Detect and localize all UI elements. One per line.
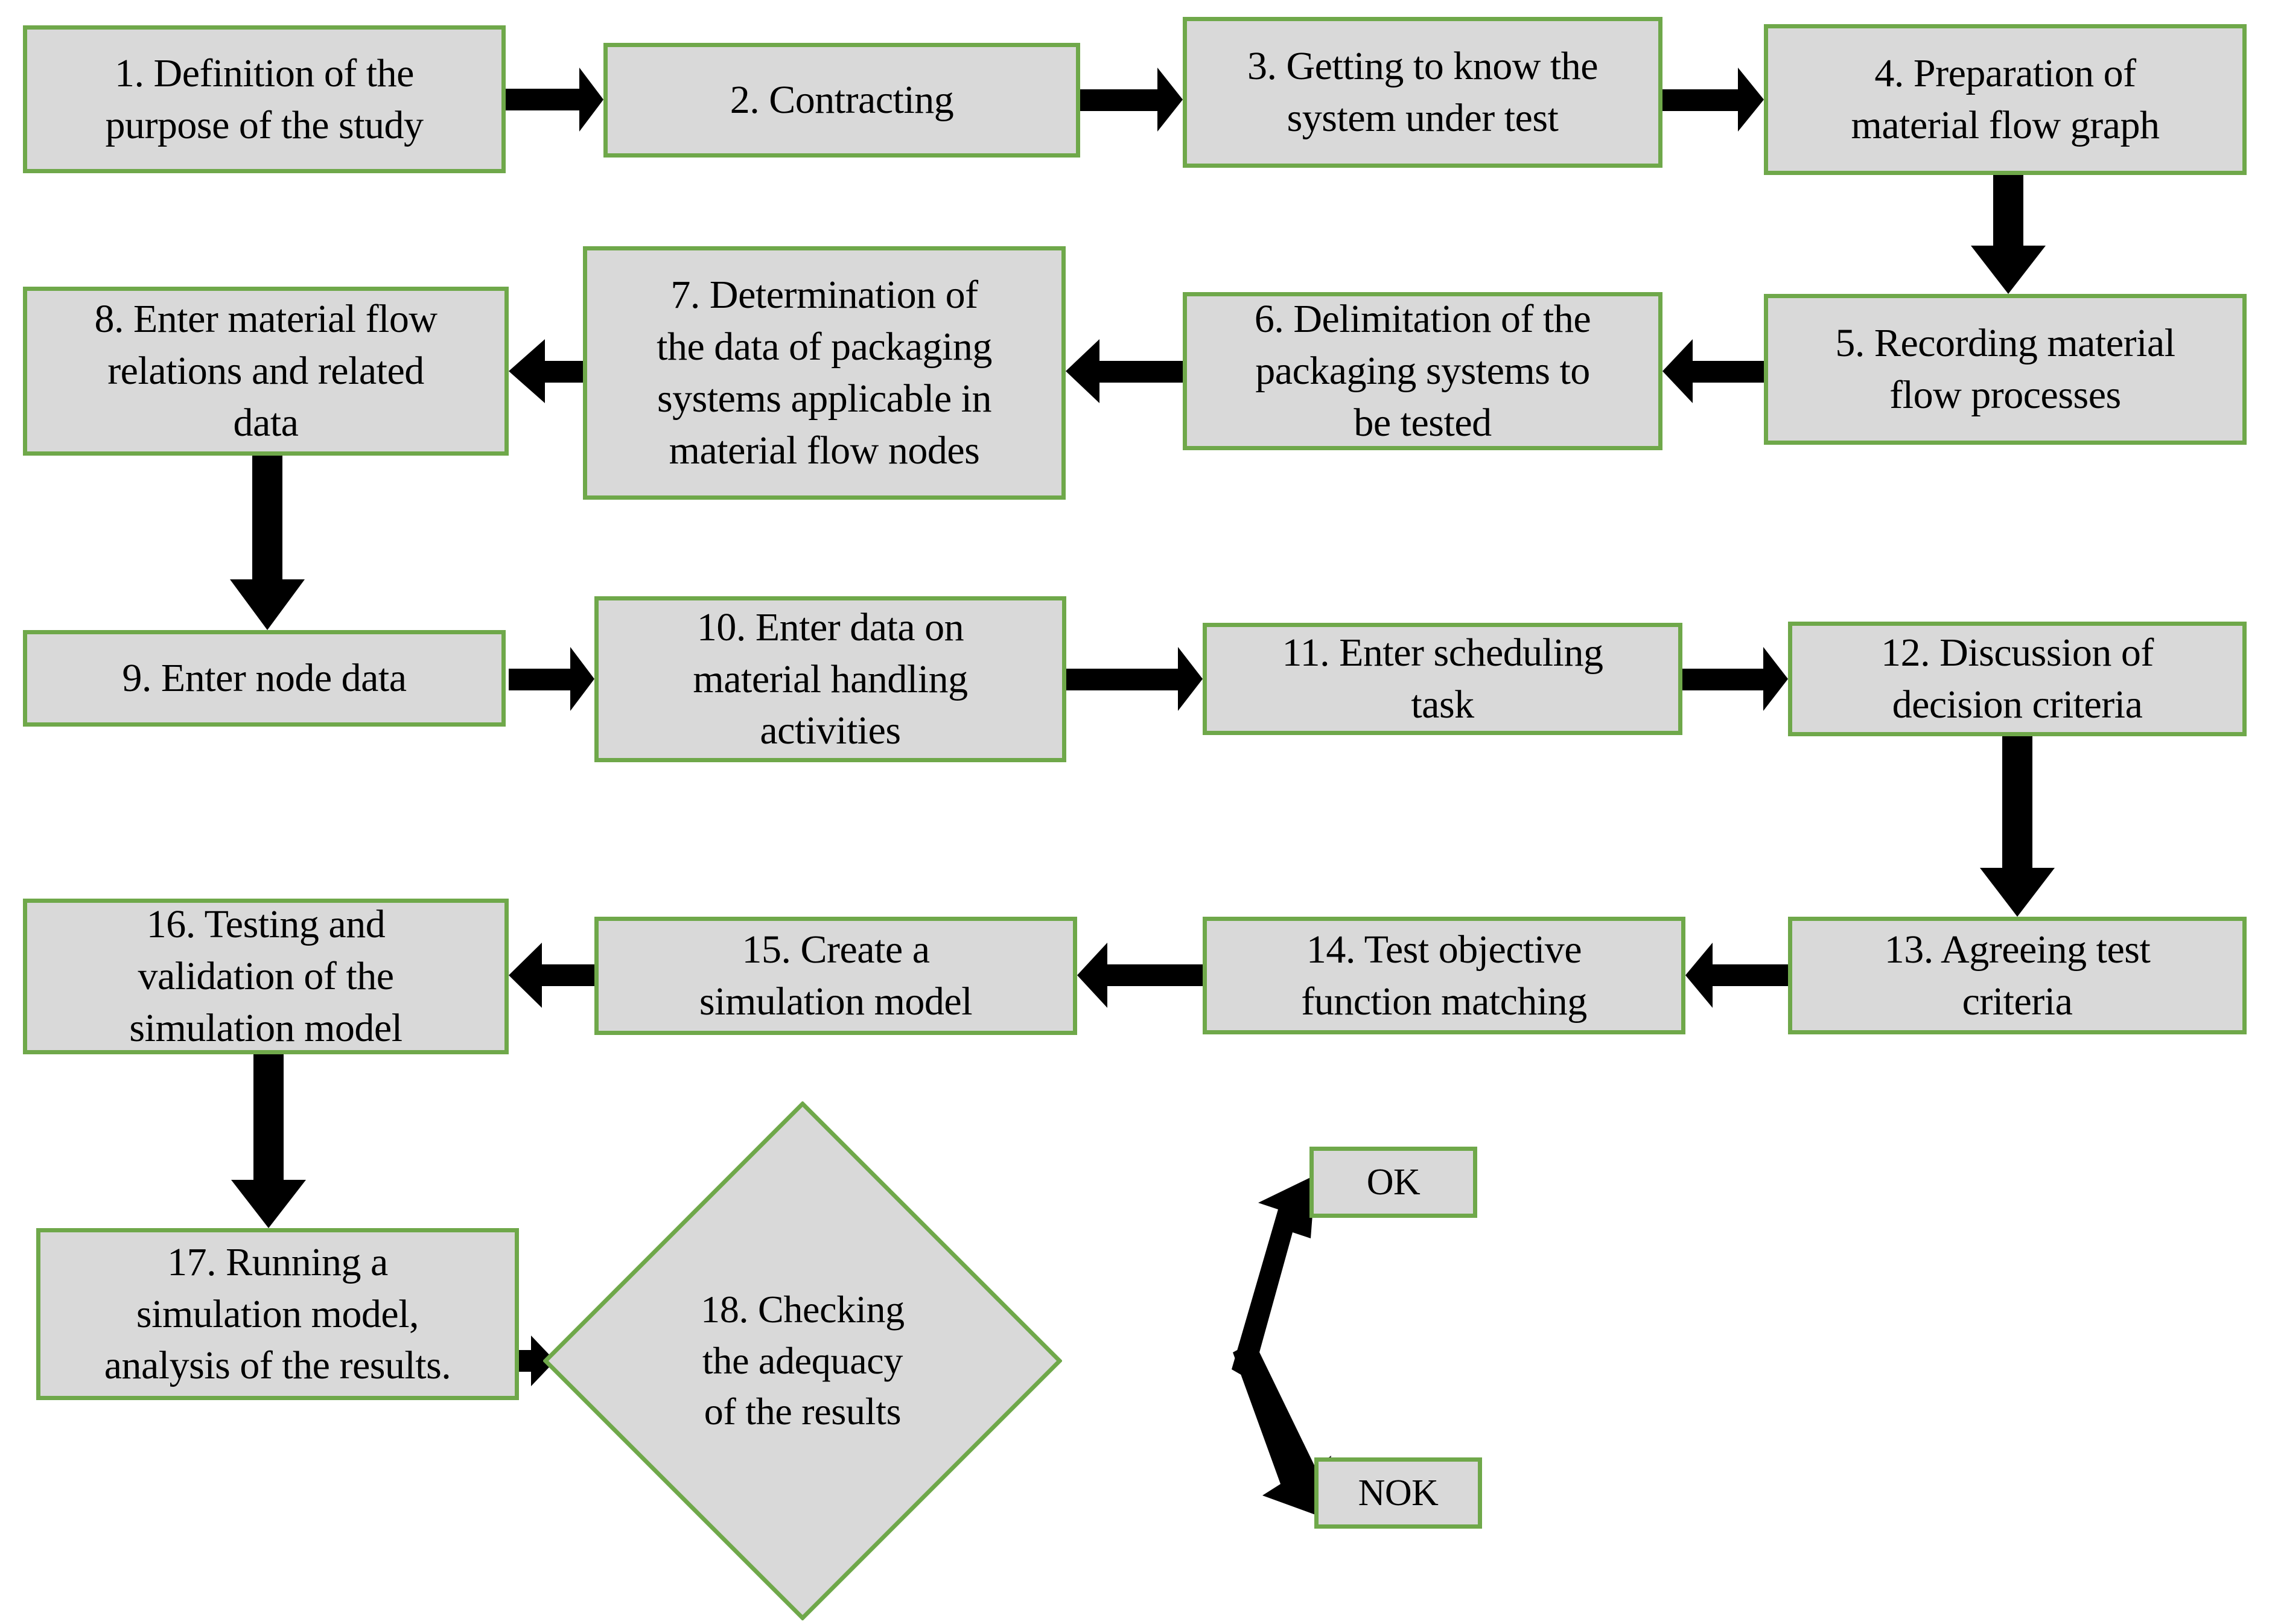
node-label: 10. Enter data on material handling acti… xyxy=(693,605,968,753)
node-label: 11. Enter scheduling task xyxy=(1282,631,1603,727)
process-node-16[interactable]: 16. Testing and validation of the simula… xyxy=(23,899,509,1054)
arrow-14-to-15 xyxy=(1077,943,1203,1008)
node-label: 9. Enter node data xyxy=(122,656,407,701)
node-label: 14. Test objective function matching xyxy=(1301,927,1587,1024)
decision-node-label: 18. Checking the adequacy of the results xyxy=(701,1288,905,1433)
arrow-1-to-2 xyxy=(506,68,603,132)
node-label: 6. Delimitation of the packaging systems… xyxy=(1254,297,1591,445)
arrow-12-to-13 xyxy=(1980,736,2055,917)
arrow-9-to-10 xyxy=(509,647,594,711)
process-node-10[interactable]: 10. Enter data on material handling acti… xyxy=(594,596,1066,762)
process-node-6[interactable]: 6. Delimitation of the packaging systems… xyxy=(1183,292,1662,450)
process-node-13[interactable]: 13. Agreeing test criteria xyxy=(1788,917,2247,1034)
process-node-5[interactable]: 5. Recording material flow processes xyxy=(1764,294,2247,445)
process-node-3[interactable]: 3. Getting to know the system under test xyxy=(1183,17,1662,168)
node-label: 13. Agreeing test criteria xyxy=(1884,927,2151,1024)
node-label: 7. Determination of the data of packagin… xyxy=(657,273,992,473)
process-node-11[interactable]: 11. Enter scheduling task xyxy=(1203,623,1682,735)
process-node-8[interactable]: 8. Enter material flow relations and rel… xyxy=(23,287,509,456)
process-node-17[interactable]: 17. Running a simulation model, analysis… xyxy=(36,1228,519,1400)
node-label: 8. Enter material flow relations and rel… xyxy=(94,297,437,445)
arrow-5-to-6 xyxy=(1662,339,1764,403)
result-node-ok[interactable]: OK xyxy=(1309,1147,1477,1218)
decision-node-18[interactable]: 18. Checking the adequacy of the results xyxy=(543,1101,1062,1620)
node-label: 3. Getting to know the system under test xyxy=(1247,44,1599,140)
process-node-12[interactable]: 12. Discussion of decision criteria xyxy=(1788,622,2247,736)
arrow-8-to-9 xyxy=(230,456,305,630)
arrow-4-to-5 xyxy=(1971,175,2046,294)
arrow-7-to-8 xyxy=(509,339,583,403)
arrow-18-to-ok xyxy=(1232,1175,1316,1381)
node-label: 1. Definition of the purpose of the stud… xyxy=(105,51,424,147)
node-label: 17. Running a simulation model, analysis… xyxy=(104,1240,451,1388)
node-label: NOK xyxy=(1358,1472,1439,1514)
process-node-4[interactable]: 4. Preparation of material flow graph xyxy=(1764,24,2247,175)
node-label: 2. Contracting xyxy=(730,78,954,123)
arrow-16-to-17 xyxy=(231,1054,306,1228)
node-label: 15. Create a simulation model xyxy=(699,928,973,1024)
arrow-11-to-12 xyxy=(1682,647,1788,711)
arrow-13-to-14 xyxy=(1685,943,1788,1008)
node-label: 12. Discussion of decision criteria xyxy=(1881,631,2154,727)
process-node-9[interactable]: 9. Enter node data xyxy=(23,630,506,727)
arrow-6-to-7 xyxy=(1066,339,1183,403)
arrow-2-to-3 xyxy=(1080,68,1183,132)
diamond-shape xyxy=(543,1101,1062,1620)
process-node-7[interactable]: 7. Determination of the data of packagin… xyxy=(583,246,1066,500)
process-node-2[interactable]: 2. Contracting xyxy=(603,43,1080,158)
node-label: 4. Preparation of material flow graph xyxy=(1851,51,2160,147)
node-label: 5. Recording material flow processes xyxy=(1835,321,2175,417)
process-node-14[interactable]: 14. Test objective function matching xyxy=(1203,917,1685,1034)
arrow-10-to-11 xyxy=(1066,647,1203,711)
node-label: 16. Testing and validation of the simula… xyxy=(129,902,402,1050)
arrow-3-to-4 xyxy=(1662,68,1764,132)
result-node-nok[interactable]: NOK xyxy=(1314,1457,1482,1529)
process-node-15[interactable]: 15. Create a simulation model xyxy=(594,917,1077,1035)
node-label: OK xyxy=(1366,1161,1421,1203)
process-node-1[interactable]: 1. Definition of the purpose of the stud… xyxy=(23,25,506,173)
arrow-15-to-16 xyxy=(509,943,594,1008)
